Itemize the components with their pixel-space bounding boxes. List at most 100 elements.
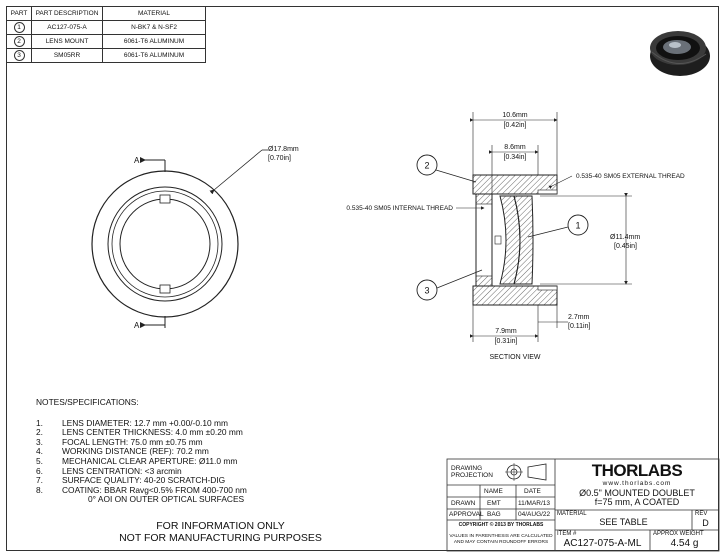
diameter-leader [209,149,263,195]
dim-total-width-mm: 10.6mm [502,112,527,119]
dim-thread-length-mm: 2.7mm [568,314,590,321]
note-item: 6. LENS CENTRATION: <3 arcmin [36,465,247,477]
tb-material-value: SEE TABLE [599,517,648,527]
dim-total-width-in: [0.42in] [504,122,527,129]
notes-specifications: NOTES/SPECIFICATIONS: 1. LENS DIAMETER: 1… [36,397,247,505]
front-diameter-in: [0.70in] [268,155,291,162]
tb-disclaimer: VALUES IN PARENTHESIS ARE CALCULATED AND… [449,534,553,546]
note-item: 8. COATING: BBAR Ravg<0.5% FROM 400-700 n… [36,484,247,496]
retaining-ring-top [475,193,493,205]
tb-disclaimer-line-1: VALUES IN PARENTHESIS ARE CALCULATED [449,534,553,539]
external-thread-leader [548,175,573,189]
front-slot-bottom [159,284,171,294]
front-middle-circle [107,186,223,302]
dim-clear-diameter-mm: Ø11.4mm [610,234,640,241]
note-text: LENS CENTRATION: <3 arcmin [62,465,182,476]
tb-approval-date: 04/AUG/22 [518,511,551,518]
callout-leader-3 [436,269,483,289]
front-view: A A Ø17.8mm [0.70in] [91,146,299,330]
section-label-bottom: A [134,321,140,330]
note-number: 7. [36,475,43,486]
drawing-sheet-border [6,6,719,551]
note-item: 1. LENS DIAMETER: 12.7 mm +0.00/-0.10 mm [36,417,247,429]
product-thumbnail [650,31,710,76]
description-line-2: f=75 mm, A COATED [594,497,680,507]
description-line-1: Ø0.5" MOUNTED DOUBLET [579,488,695,498]
tb-disclaimer-line-2: AND MAY CONTAIN ROUNDOFF ERRORS [453,540,549,545]
tb-material-label: MATERIAL [557,511,587,517]
retaining-ring-bottom [475,275,493,287]
note-item: 3. FOCAL LENGTH: 75.0 mm ±0.75 mm [36,436,247,448]
notes-header: NOTES/SPECIFICATIONS: [36,397,139,407]
tb-approval-label: APPROVAL [449,511,484,518]
note-text: MECHANICAL CLEAR APERTURE: Ø11.0 mm [62,455,238,466]
note-item: 7. SURFACE QUALITY: 40-20 SCRATCH-DIG [36,476,247,486]
section-view-title: SECTION VIEW [490,354,541,361]
mount-top-wall [472,174,558,195]
tb-weight-label: APPROX WEIGHT [653,531,704,537]
note-number: 6. [36,465,43,476]
mount-bottom-wall [472,285,558,306]
section-slot [494,235,502,245]
note-number: 8. [36,484,43,495]
tb-drawn-name: EMT [487,500,501,507]
note-number: 5. [36,455,43,466]
thorlabs-website: www.thorlabs.com [602,480,672,487]
note-number: 3. [36,436,43,447]
part-number-cell: 3 [6,48,32,63]
parts-table: PART PART DESCRIPTION MATERIAL 1 AC127-0… [6,6,206,63]
tb-drawn-label: DRAWN [451,500,476,507]
callout-leader-1 [527,226,569,238]
callout-label-3: 3 [424,286,429,296]
external-thread-label: 0.535-40 SM05 EXTERNAL THREAD [576,173,685,180]
note-text: FOCAL LENGTH: 75.0 mm ±0.75 mm [62,436,203,447]
tb-item-value: AC127-075-A-ML [563,538,642,549]
tb-date-header: DATE [524,488,541,495]
callout-circle-2 [416,154,438,176]
note-item: 5. MECHANICAL CLEAR APERTURE: Ø11.0 mm [36,455,247,467]
note-text: LENS DIAMETER: 12.7 mm +0.00/-0.10 mm [62,417,228,428]
note-text: COATING: BBAR Ravg<0.5% FROM 400-700 nm [62,484,247,495]
drawing-projection-label: DRAWING PROJECTION [451,465,493,479]
note-number: 2. [36,427,43,438]
note-text: LENS CENTER THICKNESS: 4.0 mm ±0.20 mm [62,427,243,438]
part-number-circle: 3 [13,50,25,61]
part-number-circle: 1 [13,22,25,33]
info-disclaimer: FOR INFORMATION ONLY NOT FOR MANUFACTURI… [118,520,323,544]
tb-approval-name: BAG [487,511,501,518]
front-slot-top [159,194,171,204]
dim-inner-width-in: [0.34in] [504,154,527,161]
tb-item-label: ITEM # [557,531,577,537]
part-material: 6061-T6 ALUMINUM [102,48,206,63]
lens-element-2 [513,195,534,285]
part-description-title: Ø0.5" MOUNTED DOUBLET f=75 mm, A COATED [555,489,719,507]
front-diameter-mm: Ø17.8mm [268,146,299,153]
note-text: SURFACE QUALITY: 40-20 SCRATCH-DIG [62,475,226,486]
dim-inner-width-mm: 8.6mm [504,144,526,151]
section-label-top: A [134,156,140,165]
dim-thread-length-in: [0.11in] [568,323,590,330]
note-continuation: 0° AOI ON OUTER OPTICAL SURFACES [88,494,245,505]
thorlabs-logo: THORLABS [591,461,683,480]
callout-circle-1 [567,214,589,236]
tb-rev-value: D [702,518,709,528]
tb-copyright: COPYRIGHT © 2013 BY THORLABS [458,522,544,528]
callout-circle-3 [416,279,438,301]
info-line-1: FOR INFORMATION ONLY [156,520,285,532]
dim-bottom-width-in: [0.31in] [495,338,518,345]
tb-drawn-date: 11/MAR/13 [518,500,551,507]
parts-table-row: 3 SM05RR 6061-T6 ALUMINUM [6,48,206,63]
callout-label-2: 2 [424,161,429,171]
tb-weight-value: 4.54 g [670,538,699,549]
dim-clear-diameter-in: [0.45in] [614,243,637,250]
info-line-2: NOT FOR MANUFACTURING PURPOSES [119,532,322,544]
parts-table-row: 2 LENS MOUNT 6061-T6 ALUMINUM [6,34,206,49]
note-number: 1. [36,417,43,428]
callout-leader-2 [435,169,477,183]
dim-bottom-width-mm: 7.9mm [495,328,517,335]
parts-table-row: 1 AC127-075-A N-BK7 & N-SF2 [6,20,206,35]
projection-symbol [505,463,547,481]
callout-label-1: 1 [575,221,580,231]
